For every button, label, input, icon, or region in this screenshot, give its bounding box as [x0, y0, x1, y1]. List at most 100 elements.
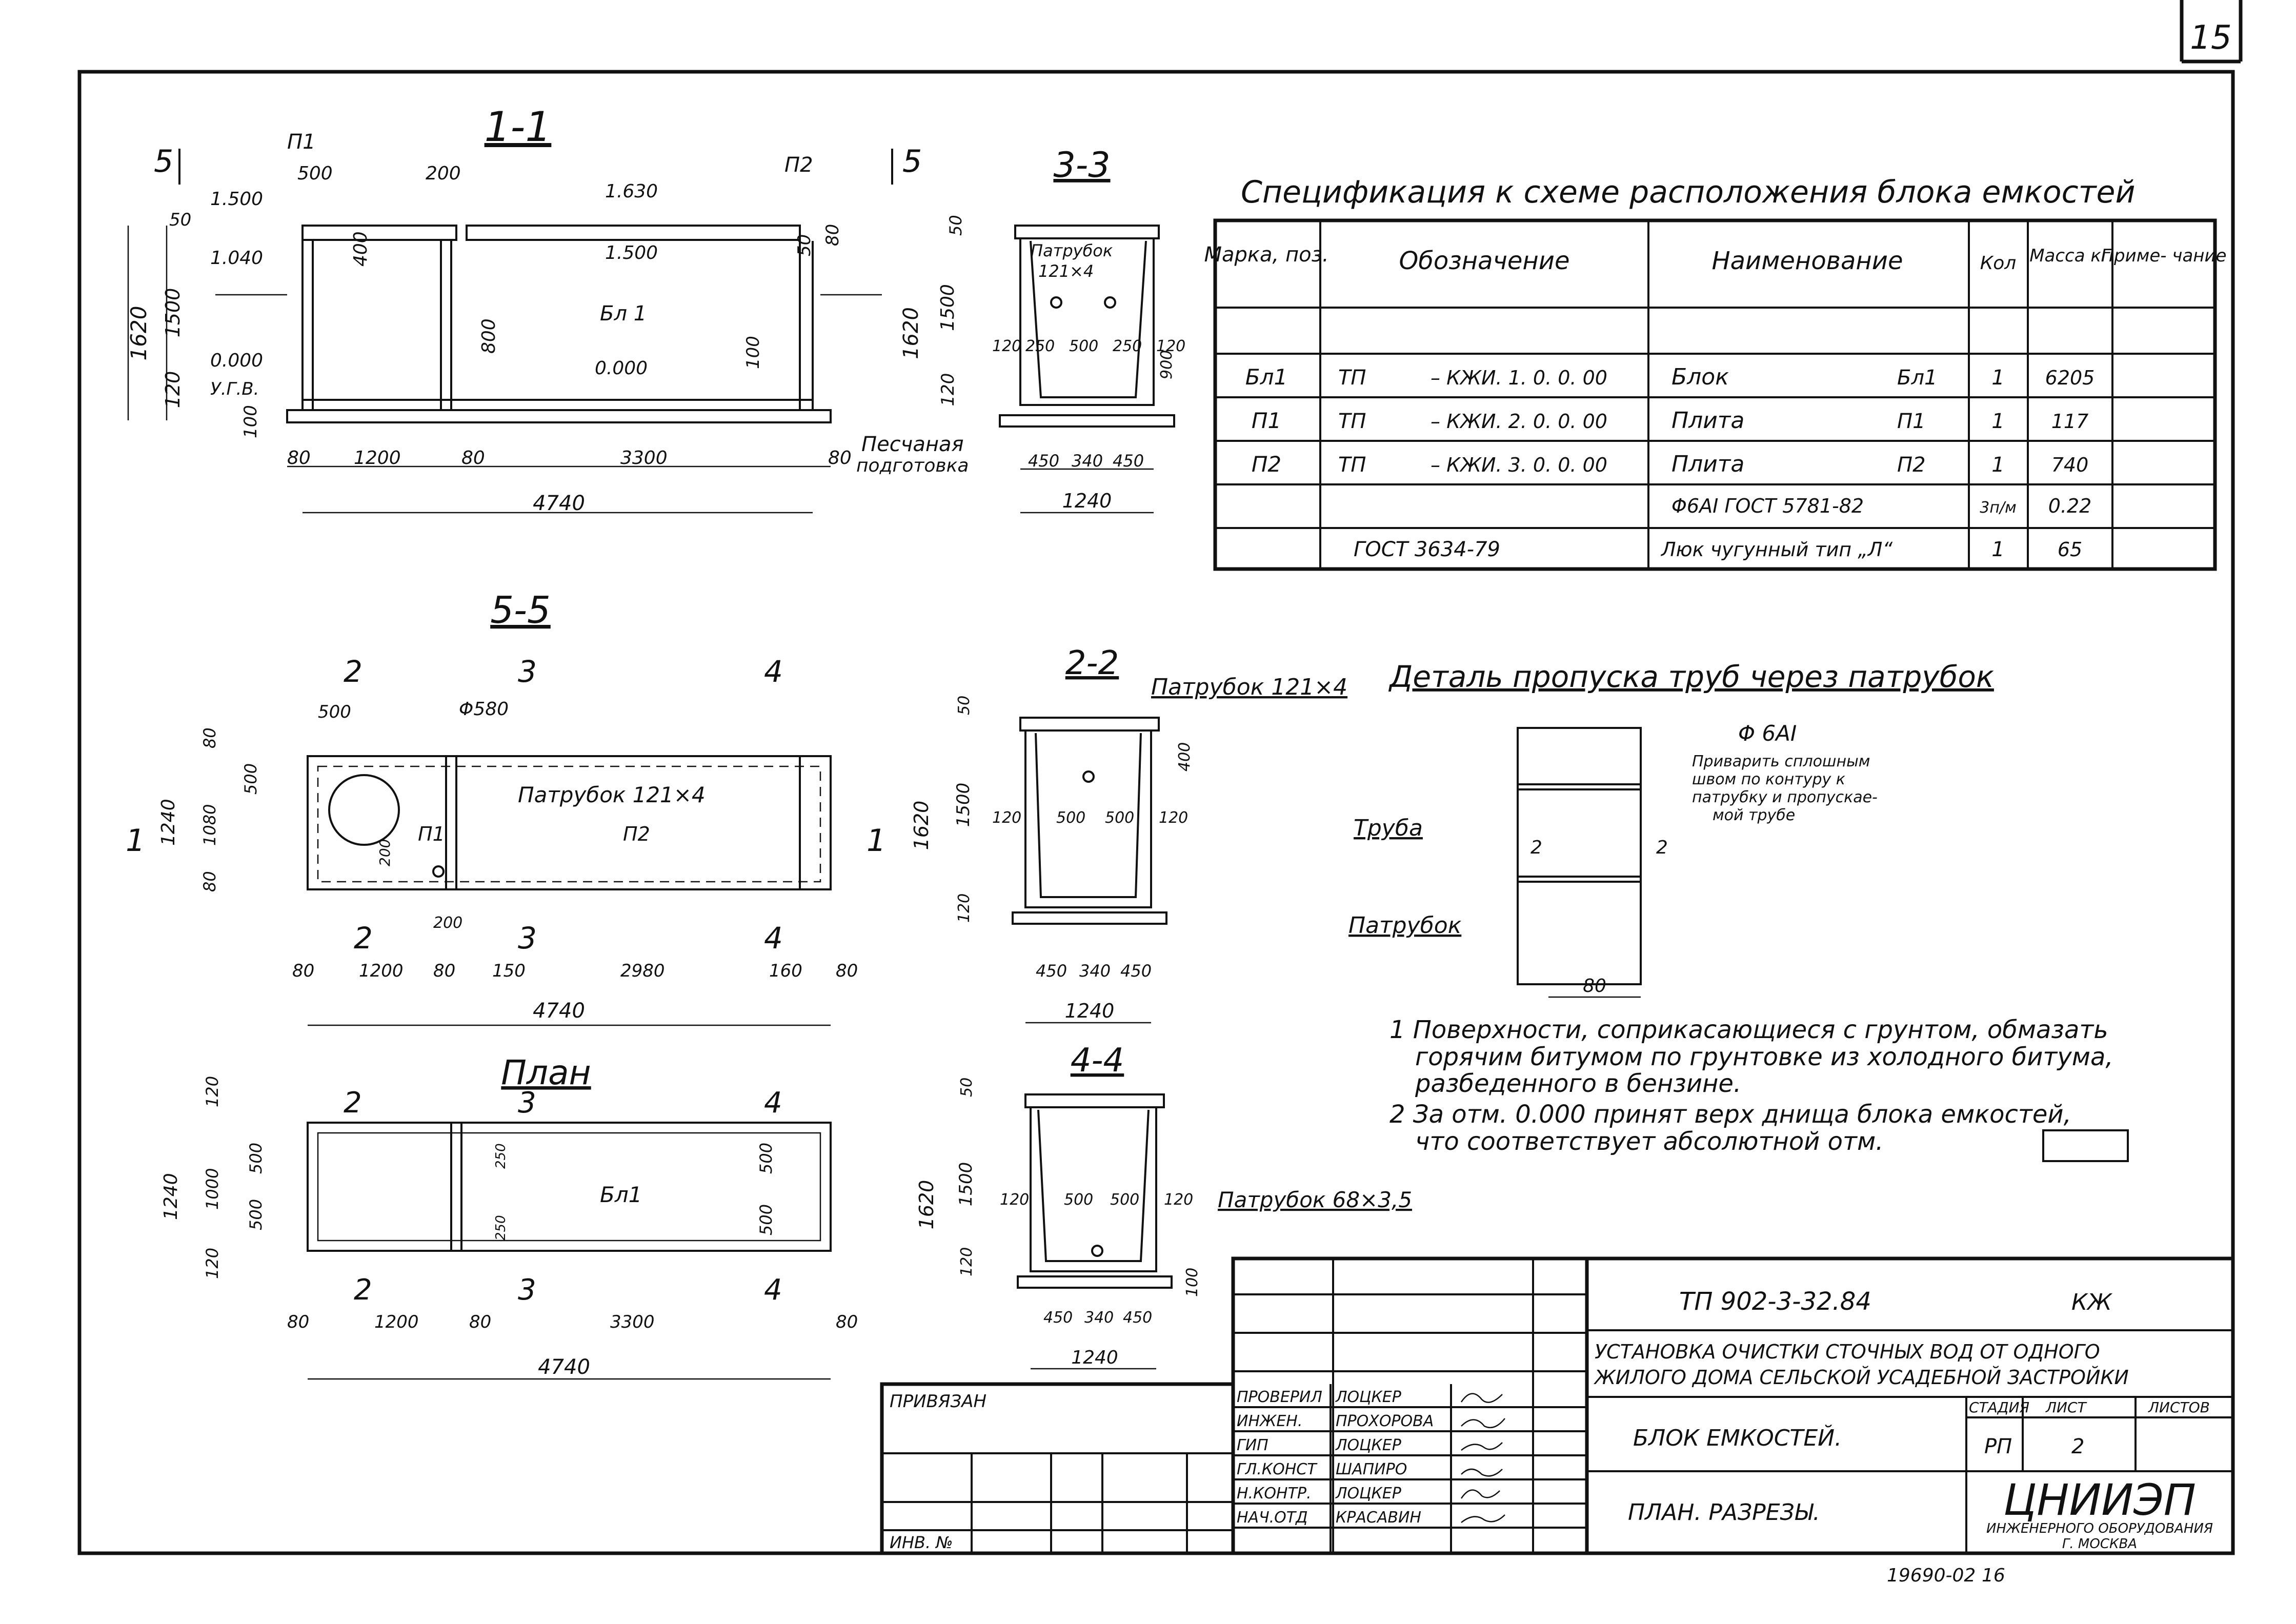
stamp-sheet-header: ЛИСТ — [2045, 1399, 2087, 1416]
s22-pipe-label: Патрубок 121×4 — [1151, 674, 1347, 700]
spec-code1: ТП — [1338, 453, 1366, 477]
elev-0000-left: 0.000 — [210, 350, 263, 371]
dim-500: 500 — [318, 702, 351, 722]
s22-dim-120: 120 — [955, 894, 973, 923]
s33-dim-250b: 250 — [1113, 337, 1142, 355]
spec-qty: 1 — [1991, 538, 2004, 561]
spec-pos: Бл1 — [1245, 364, 1287, 390]
dim-80-bottom: 80 — [200, 871, 219, 892]
signature — [1460, 1393, 1503, 1403]
detail-pipe-label: Труба — [1354, 815, 1423, 841]
spec-header-note: Приме- чание — [2101, 246, 2226, 266]
signature — [1461, 1514, 1505, 1523]
s44-dim-120b: 120 — [1164, 1191, 1193, 1209]
dim-120: 120 — [162, 371, 184, 409]
dim-80-c: 80 — [828, 448, 852, 469]
dim-4740: 4740 — [533, 999, 585, 1023]
plan-dim-500a: 500 — [246, 1143, 266, 1174]
cut-3-top: 3 — [518, 654, 537, 689]
s33-dim-900: 900 — [1158, 350, 1176, 379]
spec-pos: П1 — [1252, 408, 1281, 433]
dim-1500: 1500 — [162, 288, 184, 338]
spec-row: Бл1 ТП – КЖИ. 1. 0. 0. 00 Блок Бл1 1 620… — [1245, 364, 2095, 390]
s33-dim-450b: 450 — [1113, 451, 1144, 471]
dim-200-h: 200 — [433, 914, 462, 932]
spec-header: Марка, поз. Обозначение Наименование Кол… — [1204, 243, 2226, 275]
note-2-line-2: что соответствует абсолютной отм. — [1415, 1127, 1883, 1156]
s22-dim-1240: 1240 — [1065, 1000, 1115, 1022]
signer-name: КРАСАВИН — [1336, 1509, 1421, 1527]
plan-dim-120-top: 120 — [203, 1076, 222, 1107]
stamp-signers: ПРОВЕРИЛ ЛОЦКЕР ИНЖЕН. ПРОХОРОВА ГИП ЛОЦ… — [1237, 1388, 1505, 1527]
spec-header-mass: Масса кг — [2029, 246, 2111, 266]
note-1-line-1: 1 Поверхности, соприкасающиеся с грунтом… — [1389, 1016, 2108, 1044]
signer-name: ШАПИРО — [1336, 1460, 1407, 1478]
spec-row: Φ6АI ГОСТ 5781-82 3п/м 0.22 — [1671, 495, 2091, 517]
s33-dim-250a: 250 — [1025, 337, 1055, 355]
s44-dim-1620: 1620 — [915, 1180, 938, 1230]
dim-80-a: 80 — [292, 961, 314, 981]
sheet-number-box: 15 — [2180, 0, 2243, 64]
spec-name: Люк чугунный тип „Л“ — [1660, 538, 1892, 561]
s33-dim-500: 500 — [1069, 337, 1098, 355]
cut-1-right: 1 — [867, 823, 886, 859]
plan-dim-1200: 1200 — [374, 1312, 419, 1332]
plan-cut-3-bottom: 3 — [518, 1273, 536, 1307]
dim-1620: 1620 — [126, 306, 151, 361]
signature — [1461, 1418, 1505, 1429]
stamp-stage: РП — [1984, 1435, 2012, 1458]
dim-4740: 4740 — [533, 492, 585, 515]
section-4-4: 4-4 Патрубок 68×3,5 1620 1500 120 50 120… — [915, 1042, 1412, 1370]
dim-1200: 1200 — [354, 448, 401, 469]
specification: Спецификация к схеме расположения блока … — [1204, 174, 2227, 571]
elev-1500-left: 1.500 — [210, 189, 263, 210]
dim-80-top: 50 — [169, 210, 191, 230]
signer-name: ПРОХОРОВА — [1336, 1412, 1434, 1430]
spec-qty: 1 — [1991, 453, 2004, 477]
label-p1: П1 — [418, 823, 445, 845]
stamp-stage-header: СТАДИЯ — [1969, 1399, 2029, 1416]
s44-pipe-label: Патрубок 68×3,5 — [1218, 1187, 1412, 1212]
cut-1-left: 1 — [126, 823, 145, 859]
detail-note-3: патрубку и пропускае- — [1692, 788, 1878, 806]
bottom-code: 19690-02 — [1887, 1565, 1976, 1586]
signer-role: ИНЖЕН. — [1237, 1412, 1302, 1430]
section-3-3-mark: 5 — [902, 144, 922, 179]
s44-dim-500b: 500 — [1110, 1191, 1139, 1209]
s22-dim-340: 340 — [1079, 961, 1111, 981]
stamp-privyazan: ПРИВЯЗАН — [890, 1391, 986, 1412]
s22-dim-500a: 500 — [1056, 809, 1085, 827]
plan-dim-500b: 500 — [246, 1199, 266, 1230]
section-2-2-title: 2-2 — [1065, 644, 1119, 682]
plan-dim-3300: 3300 — [610, 1312, 655, 1332]
stamp-title-1: БЛОК ЕМКОСТЕЙ. — [1633, 1424, 1842, 1451]
section-1-1: 1-1 5 5 1620 1500 120 50 100 500 200 400… — [126, 103, 969, 515]
spec-name: Плита — [1671, 408, 1744, 434]
plan-label-bl1: Бл1 — [600, 1182, 642, 1207]
stamp-org: ЦНИИЭП — [2003, 1475, 2196, 1525]
s22-dim-1620: 1620 — [910, 801, 933, 850]
s22-dim-400: 400 — [1176, 742, 1194, 772]
spec-mass: 740 — [2051, 454, 2089, 476]
stamp-org-sub-1: ИНЖЕНЕРНОГО ОБОРУДОВАНИЯ — [1986, 1521, 2213, 1536]
s22-dim-120b: 120 — [1159, 809, 1188, 827]
dim-200-v: 200 — [376, 839, 393, 866]
spec-header-code: Обозначение — [1399, 247, 1569, 275]
elev-1040: 1.040 — [210, 248, 263, 269]
signer-role: ПРОВЕРИЛ — [1237, 1388, 1322, 1406]
label-sand-2: подготовка — [856, 455, 969, 476]
s22-dim-450a: 450 — [1036, 961, 1067, 981]
plan-dim-250a: 250 — [493, 1143, 509, 1169]
plan-dim-80a: 80 — [287, 1312, 309, 1332]
plan-view: План 2 3 4 2 3 4 Бл1 120 500 500 1000 12… — [160, 1053, 858, 1380]
dim-150: 150 — [492, 961, 526, 981]
elev-ugv: У.Г.В. — [210, 379, 259, 399]
s33-dim-120a: 120 — [992, 337, 1021, 355]
spec-code2: – КЖИ. 2. 0. 0. 00 — [1431, 410, 1607, 433]
s44-dim-1240: 1240 — [1071, 1347, 1118, 1368]
dim-80-a: 80 — [287, 448, 311, 469]
s33-dim-120: 120 — [938, 373, 958, 407]
stamp-project-line-1: УСТАНОВКА ОЧИСТКИ СТОЧНЫХ ВОД ОТ ОДНОГО — [1595, 1341, 2100, 1363]
plan-cut-3-top: 3 — [518, 1086, 536, 1120]
section-1-1-title: 1-1 — [485, 103, 552, 151]
